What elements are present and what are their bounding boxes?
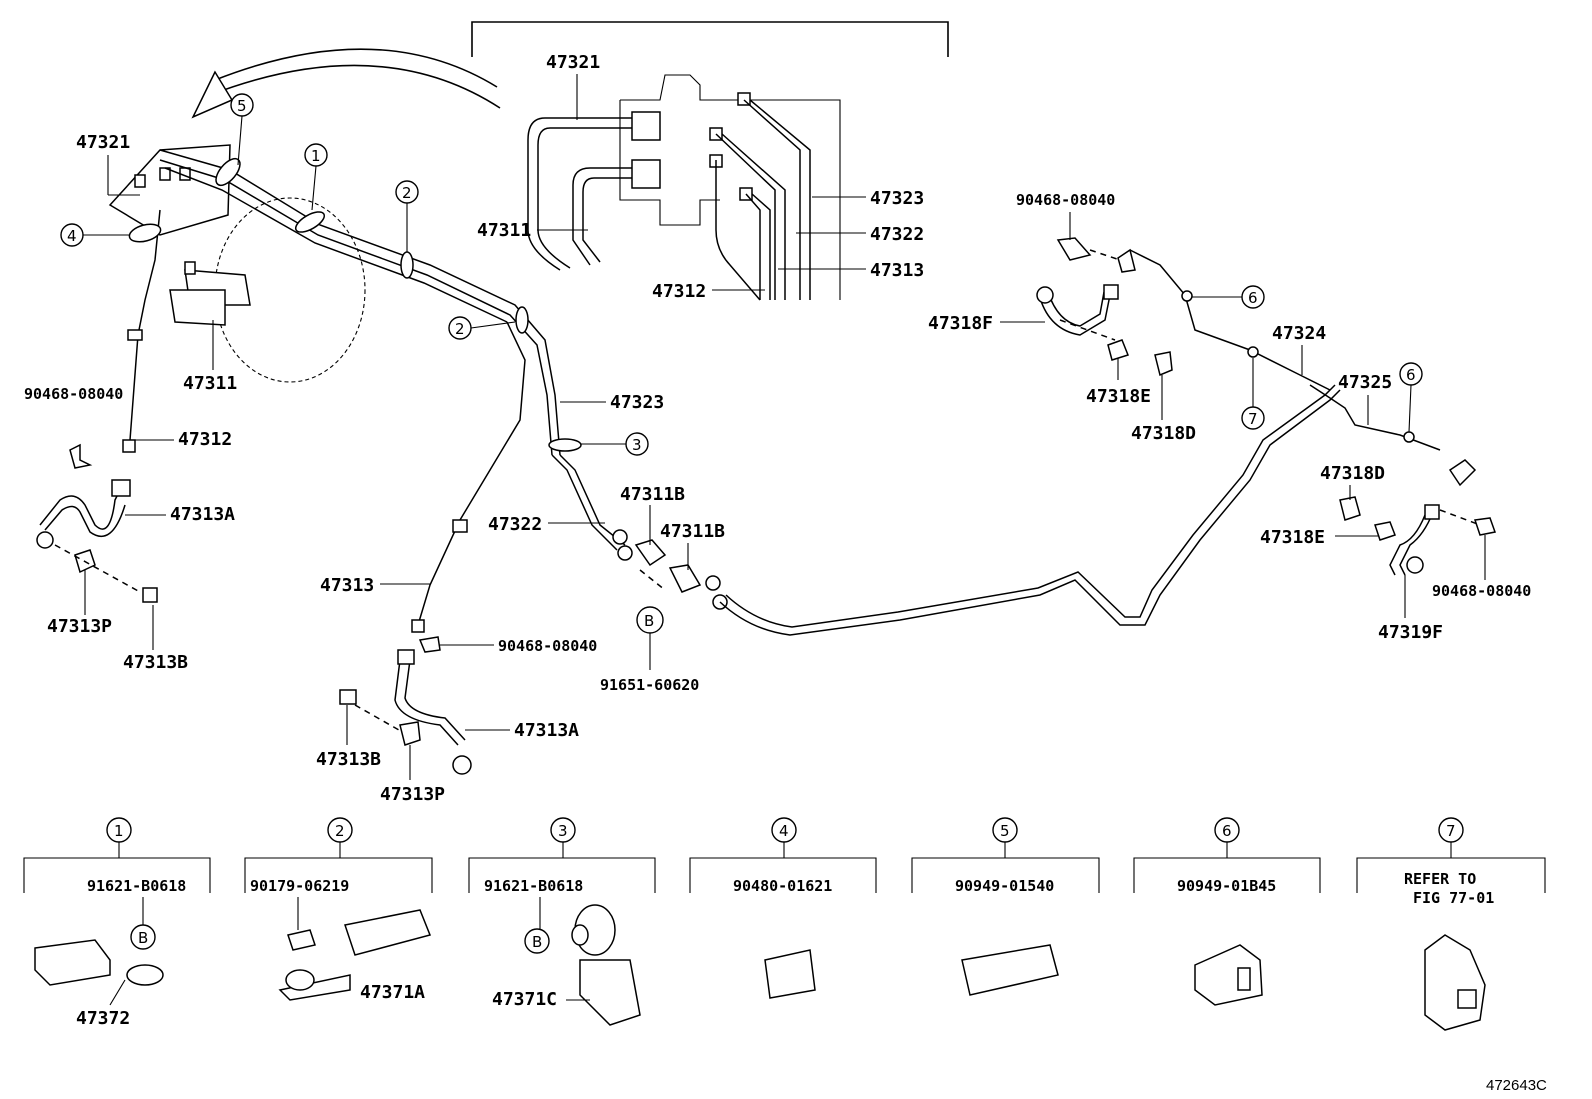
label-47318E-2: 47318E: [1260, 527, 1325, 548]
legend-part-7-line2: FIG 77-01: [1413, 889, 1494, 907]
center-joint: B 91651-60620 47311B 47311B: [600, 484, 728, 694]
right-labels: 90468-08040 47318F 47318E 47318D 47324 4…: [928, 191, 1531, 643]
svg-text:B: B: [138, 929, 148, 947]
svg-text:4: 4: [67, 227, 77, 245]
legend-sub-2: 47371A: [360, 982, 425, 1003]
legend-item-7: 7 REFER TO FIG 77-01: [1356, 817, 1546, 1031]
label-47313B-mid: 47313B: [316, 749, 381, 770]
legend-sub-1: 47372: [76, 1008, 130, 1029]
rear-brake-tube: [719, 249, 1441, 636]
label-47319F: 47319F: [1378, 622, 1443, 643]
svg-text:1: 1: [114, 822, 124, 840]
svg-text:4: 4: [779, 822, 789, 840]
svg-text:5: 5: [1000, 822, 1010, 840]
label-47321-inset: 47321: [546, 52, 600, 73]
diagram-callouts: 5 1 2 4 2 3 6 7 6: [60, 93, 1423, 456]
callout-7: 7: [1241, 406, 1265, 430]
label-47313P-mid: 47313P: [380, 784, 445, 805]
legend-sub-3: 47371C: [492, 989, 557, 1010]
label-47322-mid: 47322: [488, 514, 542, 535]
inset-valve-view: [527, 74, 841, 301]
inset-labels: 47321 47311 47312 47323 47322 47313: [477, 52, 924, 302]
legend-part-4: 90480-01621: [733, 877, 832, 895]
legend-item-1: 1 91621-B0618 B 47372: [23, 817, 211, 1029]
label-47323-mid: 47323: [610, 392, 664, 413]
mid-labels: 47323 47322 47313 90468-08040 47313A 473…: [316, 392, 664, 805]
label-90468-left: 90468-08040: [24, 385, 123, 403]
svg-text:7: 7: [1446, 822, 1456, 840]
svg-text:6: 6: [1406, 366, 1416, 384]
callout-3: 3: [625, 432, 649, 456]
label-47322-inset: 47322: [870, 224, 924, 245]
inset-bracket: [191, 21, 949, 119]
svg-text:6: 6: [1248, 289, 1258, 307]
label-47312-left: 47312: [178, 429, 232, 450]
left-front-hose: [36, 329, 158, 603]
label-47318D: 47318D: [1131, 423, 1196, 444]
label-47313-inset: 47313: [870, 260, 924, 281]
callout-6a: 6: [1241, 285, 1265, 309]
svg-text:2: 2: [402, 184, 412, 202]
legend-item-3: 3 91621-B0618 B 47371C: [468, 817, 656, 1026]
svg-text:1: 1: [311, 147, 321, 165]
label-47312-inset: 47312: [652, 281, 706, 302]
svg-text:2: 2: [455, 320, 465, 338]
label-90468-rtop: 90468-08040: [1016, 191, 1115, 209]
label-90468-rbot: 90468-08040: [1432, 582, 1531, 600]
label-90468-mid: 90468-08040: [498, 637, 597, 655]
callout-2a: 2: [395, 180, 419, 204]
label-47313A-mid: 47313A: [514, 720, 579, 741]
label-47311-inset: 47311: [477, 220, 531, 241]
label-47313B-left: 47313B: [123, 652, 188, 673]
callout-6b: 6: [1399, 362, 1423, 386]
legend-part-2: 90179-06219: [250, 877, 349, 895]
master-cylinder-assembly: [108, 144, 626, 626]
label-47313A-left: 47313A: [170, 504, 235, 525]
left-labels: 47321 47311 90468-08040 47312 47313A 473…: [24, 132, 237, 673]
callout-1: 1: [304, 143, 328, 167]
label-47311: 47311: [183, 373, 237, 394]
label-47323-inset: 47323: [870, 188, 924, 209]
label-91651: 91651-60620: [600, 676, 699, 694]
legend-part-5: 90949-01540: [955, 877, 1054, 895]
diagram-id: 472643C: [1486, 1077, 1547, 1094]
label-47313-mid: 47313: [320, 575, 374, 596]
legend-item-4: 4 90480-01621: [689, 817, 877, 999]
svg-text:3: 3: [632, 436, 642, 454]
svg-text:6: 6: [1222, 822, 1232, 840]
clamp-legend: 1 91621-B0618 B 47372 2 90179-06219 4737…: [23, 817, 1546, 1031]
label-47325: 47325: [1338, 372, 1392, 393]
svg-text:7: 7: [1248, 410, 1258, 428]
right-front-hose: [339, 519, 472, 775]
callout-5: 5: [230, 93, 254, 117]
direction-arrow-icon: [191, 70, 234, 119]
legend-part-6: 90949-01B45: [1177, 877, 1276, 895]
legend-item-6: 6 90949-01B45: [1133, 817, 1321, 1006]
label-47313P-left: 47313P: [47, 616, 112, 637]
svg-text:B: B: [532, 933, 542, 951]
svg-text:3: 3: [558, 822, 568, 840]
legend-item-2: 2 90179-06219 47371A: [244, 817, 433, 1003]
rear-left-parts: [1036, 237, 1173, 377]
label-47318F: 47318F: [928, 313, 993, 334]
svg-text:2: 2: [335, 822, 345, 840]
svg-text:5: 5: [237, 97, 247, 115]
legend-part-7-line1: REFER TO: [1404, 870, 1476, 888]
callout-2b: 2: [448, 316, 472, 340]
label-47324: 47324: [1272, 323, 1326, 344]
label-47318E: 47318E: [1086, 386, 1151, 407]
callout-4: 4: [60, 223, 84, 247]
badge-b-label: B: [644, 612, 654, 630]
rear-right-parts: [1339, 459, 1496, 576]
label-47321: 47321: [76, 132, 130, 153]
legend-part-1: 91621-B0618: [87, 877, 186, 895]
legend-item-5: 5 90949-01540: [911, 817, 1100, 996]
legend-part-3: 91621-B0618: [484, 877, 583, 895]
label-47311B-2: 47311B: [660, 521, 725, 542]
label-47311B-1: 47311B: [620, 484, 685, 505]
label-47318D-2: 47318D: [1320, 463, 1385, 484]
